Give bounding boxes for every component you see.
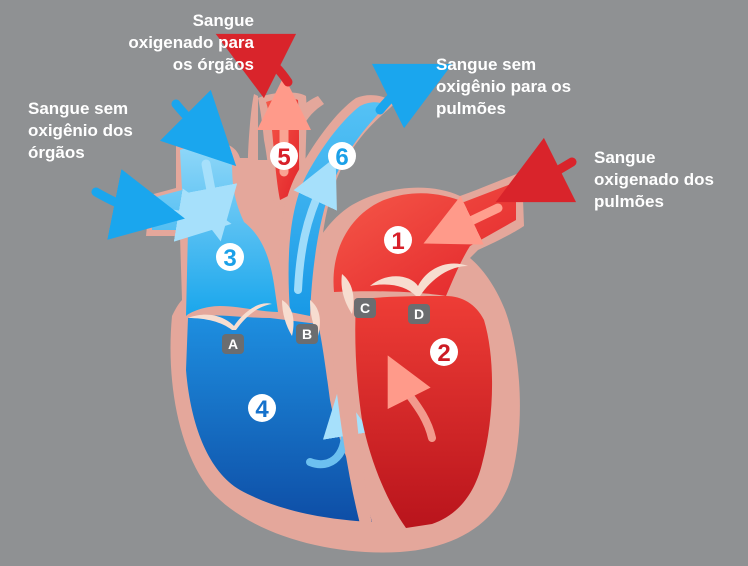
label-deoxygenated-to-lungs: Sangue sem oxigênio para os pulmões — [436, 54, 616, 120]
svg-text:1: 1 — [391, 228, 404, 255]
svg-text:A: A — [228, 336, 238, 352]
svg-text:5: 5 — [277, 144, 290, 171]
valve-badge-b: B — [296, 324, 318, 344]
valve-badge-d: D — [408, 304, 430, 324]
svg-text:6: 6 — [335, 144, 348, 171]
arrow-oxygenated-to-organs — [264, 58, 288, 82]
valve-badge-c: C — [354, 298, 376, 318]
arrow-oxygenated-from-lungs — [544, 162, 572, 178]
label-oxygenated-to-organs: Sangue oxigenado para os órgãos — [94, 10, 254, 76]
label-deoxygenated-from-organs: Sangue sem oxigênio dos órgãos — [28, 98, 168, 164]
svg-text:3: 3 — [223, 245, 236, 272]
valve-badge-a: A — [222, 334, 244, 354]
svg-text:2: 2 — [437, 340, 450, 367]
arrow-from-organs-side — [96, 192, 132, 208]
svg-text:D: D — [414, 306, 424, 322]
vena-cava-arrow-side — [160, 212, 196, 218]
svg-text:C: C — [360, 300, 370, 316]
label-oxygenated-from-lungs: Sangue oxigenado dos pulmões — [594, 147, 744, 213]
arrow-from-organs-top — [176, 104, 198, 128]
svg-text:B: B — [302, 326, 312, 342]
arrow-deoxygenated-to-lungs — [380, 88, 404, 110]
svg-text:4: 4 — [255, 396, 269, 423]
